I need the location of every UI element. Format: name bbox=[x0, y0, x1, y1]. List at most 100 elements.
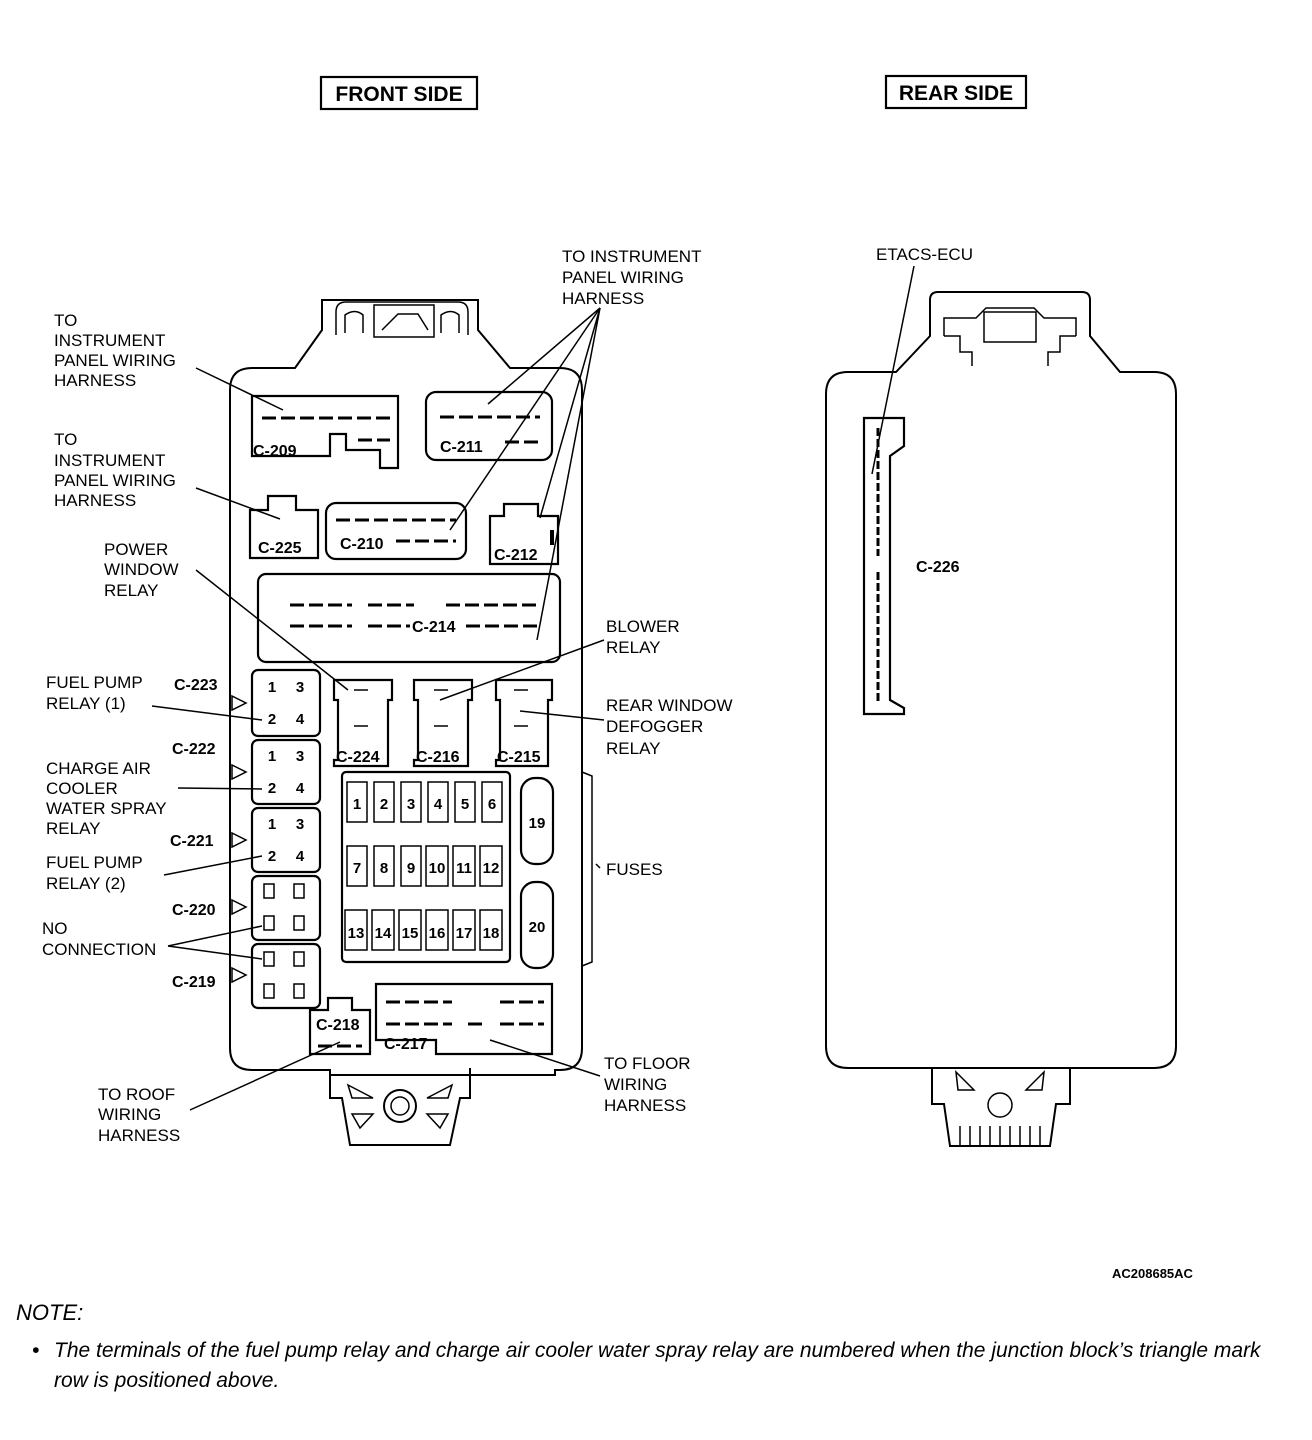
label-charge-air-relay: CHARGE AIR COOLER WATER SPRAY RELAY bbox=[46, 759, 167, 838]
fuse-10: 10 bbox=[429, 860, 446, 877]
svg-text:RELAY: RELAY bbox=[606, 638, 661, 657]
svg-text:PANEL WIRING: PANEL WIRING bbox=[54, 351, 176, 370]
svg-text:WIRING: WIRING bbox=[604, 1075, 667, 1094]
fuse-15: 15 bbox=[402, 925, 419, 942]
note-title: NOTE: bbox=[16, 1300, 84, 1325]
svg-text:HARNESS: HARNESS bbox=[54, 371, 136, 390]
svg-text:HARNESS: HARNESS bbox=[562, 289, 644, 308]
fuse-large: 19 20 bbox=[519, 776, 555, 970]
relay-socket-c223: 1 3 2 4 bbox=[231, 668, 322, 738]
rear-junction-block bbox=[825, 291, 1177, 1147]
svg-text:INSTRUMENT: INSTRUMENT bbox=[54, 451, 165, 470]
front-junction-block bbox=[229, 299, 583, 1146]
c220-label: C-220 bbox=[172, 902, 216, 919]
svg-text:DEFOGGER: DEFOGGER bbox=[606, 717, 703, 736]
junction-block-diagram: FRONT SIDE REAR SIDE C-209 C-211 C-225 bbox=[42, 74, 1194, 1281]
svg-text:3: 3 bbox=[296, 748, 304, 765]
svg-text:TO INSTRUMENT: TO INSTRUMENT bbox=[562, 247, 701, 266]
svg-text:PANEL WIRING: PANEL WIRING bbox=[562, 268, 684, 287]
label-rear-defogger-relay: REAR WINDOW DEFOGGER RELAY bbox=[606, 696, 733, 758]
svg-text:BLOWER: BLOWER bbox=[606, 617, 680, 636]
svg-text:3: 3 bbox=[296, 679, 304, 696]
fuse-row-2: 7 8 9 10 11 12 bbox=[346, 845, 503, 887]
connector-c210: C-210 bbox=[324, 501, 468, 561]
c218-label: C-218 bbox=[316, 1017, 360, 1034]
front-side-header-box bbox=[319, 75, 479, 111]
fuse-row-1: 1 2 3 4 5 6 bbox=[346, 781, 503, 823]
relay-socket-c215: C-215 bbox=[494, 678, 554, 768]
c223-label: C-223 bbox=[174, 677, 218, 694]
c222-label: C-222 bbox=[172, 741, 216, 758]
c211-label: C-211 bbox=[440, 439, 483, 456]
bullet-icon: • bbox=[32, 1339, 40, 1362]
svg-text:TO ROOF: TO ROOF bbox=[98, 1085, 175, 1104]
c226-label: C-226 bbox=[916, 559, 960, 576]
connector-c211: C-211 bbox=[424, 390, 554, 462]
svg-text:WIRING: WIRING bbox=[98, 1105, 161, 1124]
fuse-3: 3 bbox=[407, 796, 415, 813]
svg-text:NO: NO bbox=[42, 919, 68, 938]
label-no-connection: NO CONNECTION bbox=[42, 919, 156, 959]
rear-side-header-box bbox=[884, 74, 1028, 110]
fuse-18: 18 bbox=[483, 925, 500, 942]
fuse-14: 14 bbox=[375, 925, 392, 942]
c224-label: C-224 bbox=[336, 749, 380, 766]
relay-socket-c224: C-224 bbox=[332, 678, 394, 768]
c221-label: C-221 bbox=[170, 833, 214, 850]
fuse-1: 1 bbox=[353, 796, 361, 813]
svg-text:RELAY: RELAY bbox=[606, 739, 661, 758]
connector-c225: C-225 bbox=[248, 494, 320, 560]
relay-socket-c216: C-216 bbox=[412, 678, 474, 768]
fuse-5: 5 bbox=[461, 796, 469, 813]
fuse-7: 7 bbox=[353, 860, 361, 877]
figure-code: AC208685AC bbox=[1112, 1266, 1194, 1281]
fuse-8: 8 bbox=[380, 860, 388, 877]
connector-c218: C-218 bbox=[308, 996, 372, 1056]
fuse-12: 12 bbox=[483, 860, 500, 877]
svg-text:WATER SPRAY: WATER SPRAY bbox=[46, 799, 167, 818]
note-section: NOTE: • The terminals of the fuel pump re… bbox=[16, 1300, 1276, 1396]
connector-c209: C-209 bbox=[250, 394, 400, 470]
svg-text:RELAY (1): RELAY (1) bbox=[46, 694, 126, 713]
svg-text:HARNESS: HARNESS bbox=[604, 1096, 686, 1115]
relay-socket-c221: 1 3 2 4 bbox=[231, 806, 322, 874]
relay-socket-c220 bbox=[231, 874, 322, 942]
svg-text:4: 4 bbox=[296, 780, 305, 797]
svg-text:TO: TO bbox=[54, 311, 77, 330]
svg-text:CONNECTION: CONNECTION bbox=[42, 940, 156, 959]
svg-text:TO: TO bbox=[54, 430, 77, 449]
rear-side-header: REAR SIDE bbox=[899, 82, 1013, 105]
svg-text:1: 1 bbox=[268, 816, 276, 833]
svg-text:HARNESS: HARNESS bbox=[98, 1126, 180, 1145]
leader-lines-front bbox=[151, 307, 605, 1111]
c219-label: C-219 bbox=[172, 974, 216, 991]
c214-label: C-214 bbox=[412, 619, 456, 636]
svg-text:2: 2 bbox=[268, 780, 276, 797]
label-to-ip-left2: TO INSTRUMENT PANEL WIRING HARNESS bbox=[54, 430, 176, 510]
svg-text:POWER: POWER bbox=[104, 540, 168, 559]
note-text: The terminals of the fuel pump relay and… bbox=[54, 1339, 1261, 1392]
svg-text:REAR WINDOW: REAR WINDOW bbox=[606, 696, 733, 715]
fuse-19: 19 bbox=[529, 815, 546, 832]
connector-c217: C-217 bbox=[374, 982, 554, 1056]
label-blower-relay: BLOWER RELAY bbox=[606, 617, 680, 657]
label-fuses: FUSES bbox=[606, 860, 663, 879]
svg-text:1: 1 bbox=[268, 679, 276, 696]
fuse-20: 20 bbox=[529, 919, 546, 936]
svg-text:COOLER: COOLER bbox=[46, 779, 118, 798]
c216-label: C-216 bbox=[416, 749, 460, 766]
label-to-ip-top: TO INSTRUMENT PANEL WIRING HARNESS bbox=[562, 247, 701, 308]
svg-text:FUEL PUMP: FUEL PUMP bbox=[46, 673, 143, 692]
fuse-16: 16 bbox=[429, 925, 446, 942]
svg-text:3: 3 bbox=[296, 816, 304, 833]
svg-text:HARNESS: HARNESS bbox=[54, 491, 136, 510]
note-item: • The terminals of the fuel pump relay an… bbox=[32, 1336, 1276, 1396]
c209-label: C-209 bbox=[253, 443, 297, 460]
c217-label: C-217 bbox=[384, 1036, 428, 1053]
svg-text:4: 4 bbox=[296, 711, 305, 728]
label-etacs-ecu: ETACS-ECU bbox=[876, 245, 973, 264]
c225-label: C-225 bbox=[258, 540, 302, 557]
leader-etacs bbox=[871, 265, 915, 475]
c210-label: C-210 bbox=[340, 536, 384, 553]
connector-c226: C-226 bbox=[862, 416, 960, 716]
